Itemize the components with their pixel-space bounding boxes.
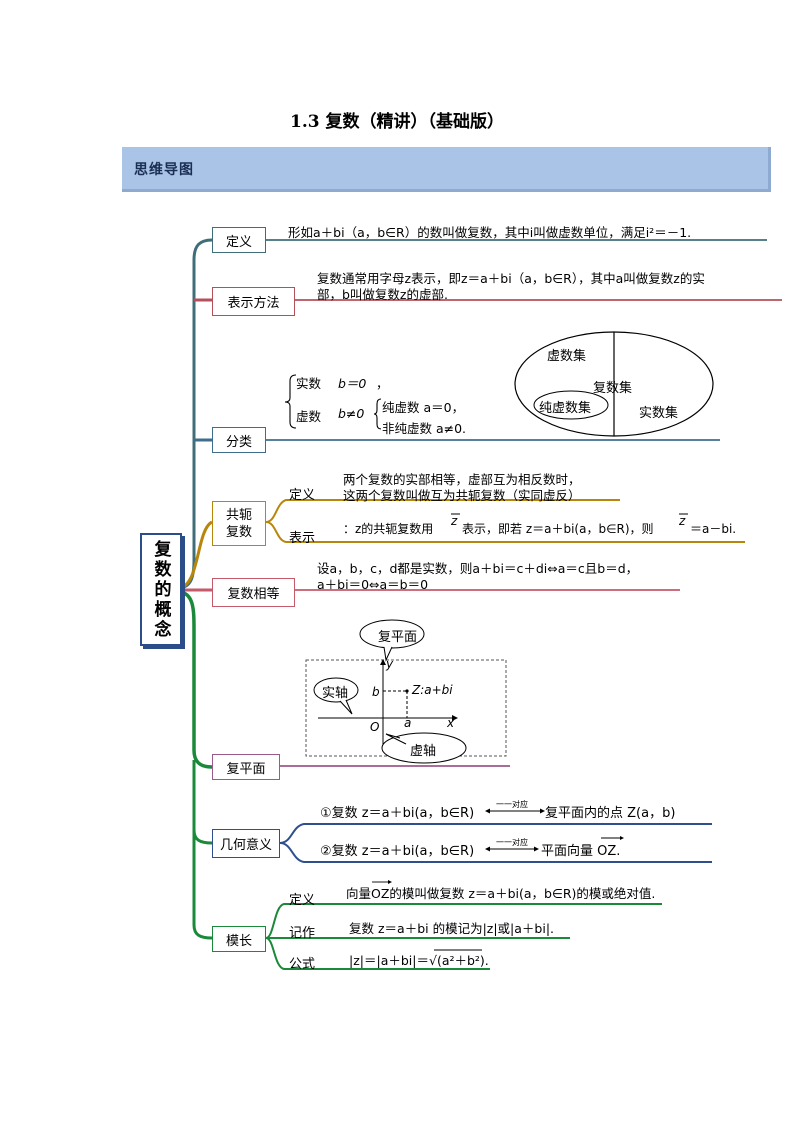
- conjugate-rep-text1: ：z的共轭复数用: [343, 522, 434, 536]
- class-real-tail: ，: [376, 376, 389, 391]
- conjugate-rep-label: 表示: [289, 531, 316, 546]
- conjugate-rep-zbar: z: [451, 514, 458, 528]
- geometry-line2-b: 平面向量 OZ.: [541, 844, 621, 859]
- node-conjugate[interactable]: 共轭 复数: [212, 501, 266, 546]
- node-modulus[interactable]: 模长: [212, 926, 266, 952]
- equality-line1: 设a，b，c，d都是实数，则a＋bi＝c＋di⇔a＝c且b＝d，: [317, 561, 639, 576]
- geometry-line1-b: 复平面内的点 Z(a，b): [545, 806, 676, 821]
- representation-line2: 部，b叫做复数z的虚部.: [317, 287, 448, 302]
- node-definition-label: 定义: [225, 234, 252, 250]
- definition-text: 形如a＋bi（a，b∈R）的数叫做复数，其中i叫做虚数单位，满足i²＝－1.: [288, 225, 692, 240]
- geometry-line2-a: ②复数 z＝a＋bi(a，b∈R): [320, 844, 475, 859]
- class-imag-cond: b≠0: [338, 406, 365, 421]
- node-complex-plane-label: 复平面: [226, 761, 266, 777]
- page-title: 1.3 复数（精讲）（基础版）: [290, 112, 504, 132]
- origin-label: O: [370, 720, 380, 734]
- class-imag: 虚数: [296, 409, 322, 424]
- tick-b-label: b: [372, 685, 380, 699]
- node-equality-label: 复数相等: [227, 587, 280, 602]
- venn-outer: 复数集: [593, 381, 633, 396]
- node-conjugate-label2: 复数: [225, 524, 252, 540]
- node-representation[interactable]: 表示方法: [212, 287, 295, 316]
- modulus-notation-label: 记作: [289, 926, 316, 941]
- node-modulus-label: 模长: [225, 933, 252, 949]
- modulus-notation-text: 复数 z＝a＋bi 的模记为|z|或|a＋bi|.: [349, 921, 555, 936]
- callout-plane: 复平面: [378, 630, 418, 645]
- conjugate-def-line2: 这两个复数叫做互为共轭复数（实同虚反）: [343, 488, 581, 503]
- node-geometry[interactable]: 几何意义: [212, 829, 280, 858]
- class-real: 实数: [296, 376, 322, 391]
- geometry-line2-arrow: 一一对应: [496, 838, 528, 847]
- modulus-formula-text: |z|＝|a＋bi|＝√(a²＋b²).: [349, 953, 489, 968]
- node-classification[interactable]: 分类: [212, 427, 266, 453]
- root-node[interactable]: 复数的概念: [140, 533, 182, 646]
- geometry-line1-arrow: 一一对应: [496, 800, 528, 809]
- callout-imag-axis: 虚轴: [410, 744, 437, 759]
- conjugate-rep-text3: ＝a－bi.: [690, 522, 737, 536]
- node-equality[interactable]: 复数相等: [212, 578, 295, 607]
- class-real-cond: b＝0: [338, 376, 367, 391]
- node-conjugate-label1: 共轭: [225, 507, 252, 523]
- class-pure: 纯虚数 a＝0，: [382, 400, 465, 415]
- conjugate-def-line1: 两个复数的实部相等，虚部互为相反数时，: [343, 472, 581, 487]
- node-classification-label: 分类: [225, 434, 252, 450]
- node-definition[interactable]: 定义: [212, 227, 266, 253]
- tick-a-label: a: [404, 716, 412, 730]
- node-geometry-label: 几何意义: [219, 838, 272, 853]
- node-complex-plane[interactable]: 复平面: [212, 754, 280, 780]
- class-nonpure: 非纯虚数 a≠0.: [382, 421, 467, 436]
- axis-y-label: y: [386, 657, 394, 671]
- conjugate-rep-zbar2: z: [679, 514, 686, 528]
- venn-real: 实数集: [639, 406, 679, 421]
- equality-line2: a＋bi＝0⇔a＝b＝0: [317, 577, 429, 592]
- mind-map-banner: 思维导图: [122, 147, 771, 192]
- root-label: 复数的概念: [150, 539, 171, 640]
- venn-imag: 虚数集: [547, 349, 587, 364]
- conjugate-def-label: 定义: [289, 488, 316, 503]
- point-z-label: Z:a+bi: [412, 683, 453, 697]
- callout-real-axis: 实轴: [322, 686, 349, 701]
- representation-line1: 复数通常用字母z表示，即z＝a＋bi（a，b∈R），其中a叫做复数z的实: [317, 271, 705, 286]
- node-representation-label: 表示方法: [227, 296, 280, 311]
- venn-pure: 纯虚数集: [539, 401, 592, 416]
- axis-x-label: x: [447, 716, 455, 730]
- modulus-formula-label: 公式: [289, 957, 316, 972]
- banner-label: 思维导图: [134, 162, 194, 178]
- modulus-def-label: 定义: [289, 893, 316, 908]
- conjugate-rep-text2: 表示，即若 z＝a＋bi(a，b∈R)，则: [462, 522, 654, 536]
- modulus-def-text: 向量OZ的模叫做复数 z＝a＋bi(a，b∈R)的模或绝对值.: [346, 886, 656, 901]
- geometry-line1-a: ①复数 z＝a＋bi(a，b∈R): [320, 806, 475, 821]
